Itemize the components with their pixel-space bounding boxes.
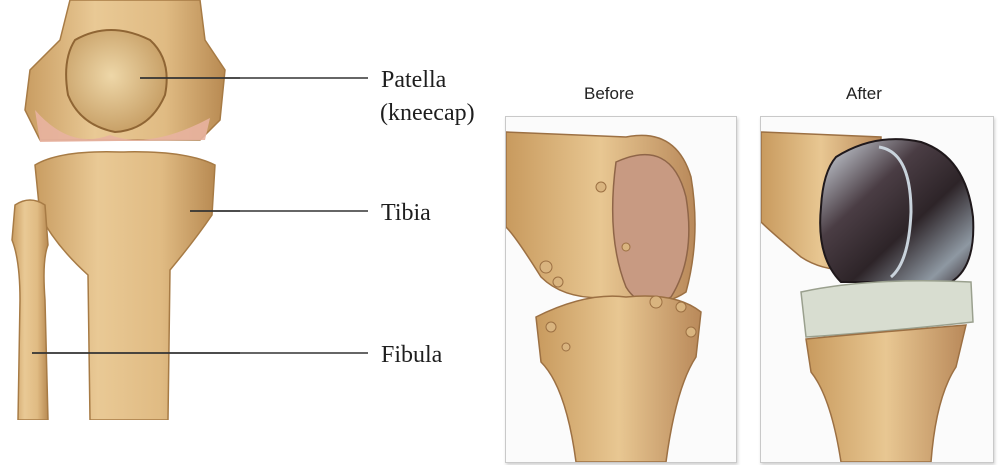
label-kneecap: (kneecap): [380, 100, 475, 126]
before-panel: [505, 116, 737, 463]
label-patella: Patella: [381, 66, 446, 94]
after-panel: [760, 116, 994, 463]
label-patella-name: Patella: [381, 67, 446, 93]
label-tibia: Tibia: [381, 199, 431, 227]
knee-implant-illustration: [761, 117, 993, 462]
arthritic-knee-illustration: [506, 117, 736, 462]
label-patella-sub: (kneecap): [380, 99, 475, 127]
leader-lines-extension: [0, 0, 380, 420]
label-fibula: Fibula: [381, 341, 442, 369]
before-caption: Before: [584, 84, 634, 104]
after-caption: After: [846, 84, 882, 104]
